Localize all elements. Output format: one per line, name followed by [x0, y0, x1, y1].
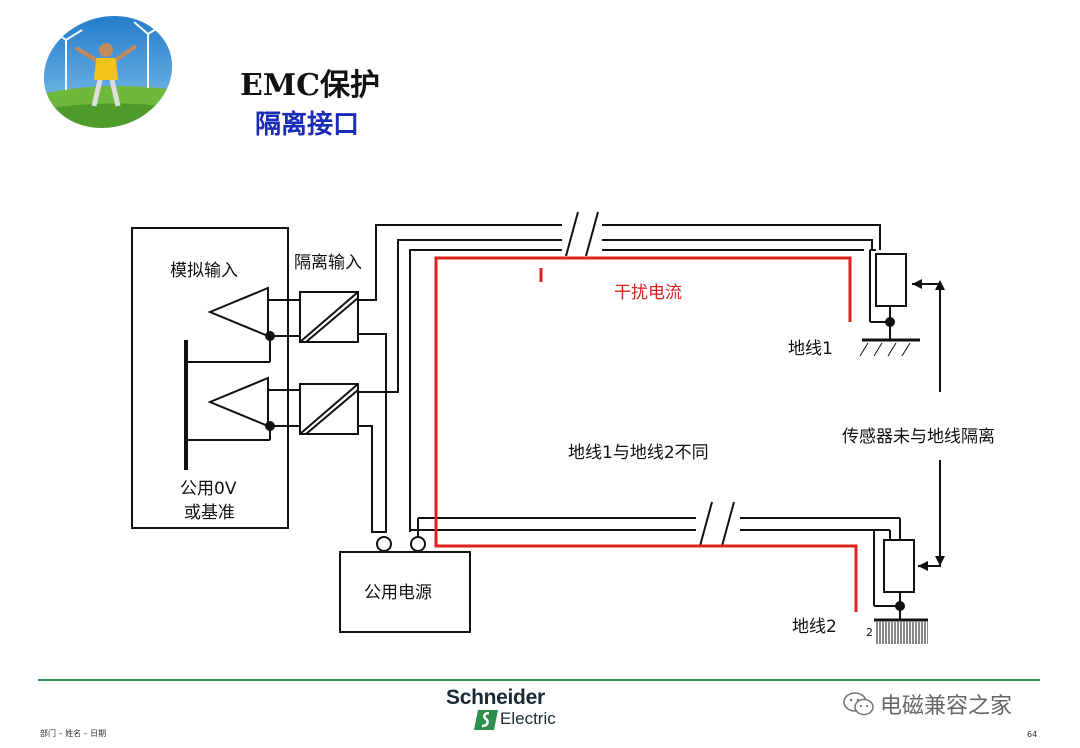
schneider-logo-icon: [474, 710, 498, 730]
ground-1-label: 地线1: [788, 339, 833, 359]
slide-subtitle: 隔离接口: [255, 110, 360, 140]
arrowhead-bottom: [918, 561, 928, 571]
break-mark-bottom: [696, 501, 740, 547]
interference-current-path: [434, 256, 858, 612]
isolated-input-label: 隔离输入: [294, 253, 362, 273]
slide-title: EMC保护: [240, 68, 380, 103]
analog-input-box: [131, 227, 289, 529]
wechat-icon: [843, 692, 874, 716]
header-photo-logo: [38, 10, 178, 135]
brand-sub: Electric: [500, 709, 556, 728]
interference-current-label: 干扰电流: [614, 283, 682, 303]
power-terminal-right: [410, 536, 426, 552]
sensor-bottom: [883, 539, 915, 593]
footer-divider: [38, 679, 1040, 681]
sensor-not-isolated-label: 传感器未与地线隔离: [842, 427, 995, 447]
common-0v-label: 公用0V: [180, 479, 237, 499]
footer-department-name-date: 部门 – 姓名 – 日期: [40, 729, 107, 738]
brand-name: Schneider: [446, 686, 545, 709]
ground-2-hatch: [876, 622, 928, 644]
reference-label: 或基准: [184, 503, 235, 523]
power-terminal-left: [376, 536, 392, 552]
isolator-bottom: [299, 383, 359, 435]
arrowhead-top: [912, 279, 922, 289]
break-mark-top: [562, 210, 602, 257]
power-supply-label: 公用电源: [364, 583, 432, 603]
ground-2-label: 地线2: [792, 617, 837, 637]
amplifier-bottom: [207, 376, 269, 428]
ground-difference-label: 地线1与地线2不同: [568, 443, 709, 463]
isolator-top: [299, 291, 359, 343]
analog-input-label: 模拟输入: [170, 261, 238, 281]
watermark-text: 电磁兼容之家: [880, 694, 1013, 719]
amplifier-top: [207, 286, 269, 338]
ground-2-marker: 2: [866, 626, 873, 639]
power-supply-box: [339, 551, 471, 633]
sensor-top: [875, 253, 907, 307]
page-number: 64: [1027, 730, 1038, 739]
